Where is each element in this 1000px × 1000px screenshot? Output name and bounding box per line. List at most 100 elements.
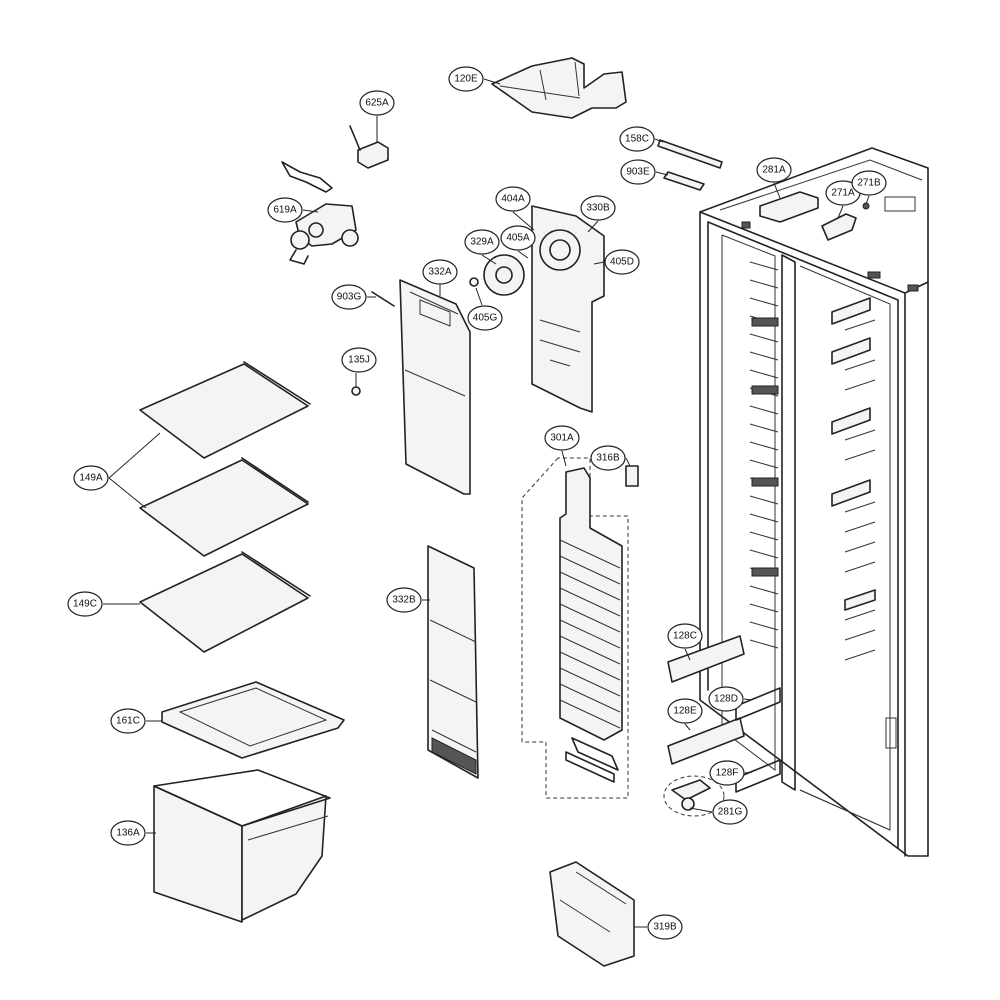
callout-text: 301A xyxy=(550,433,574,444)
callout-bubble xyxy=(73,465,109,491)
callout-319b: 319B xyxy=(647,914,683,940)
callout-bubble xyxy=(667,698,703,724)
callout-128d: 128D xyxy=(708,686,744,712)
callout-text: 136A xyxy=(116,828,140,839)
shelf-149c xyxy=(139,551,311,653)
callout-text: 405G xyxy=(473,313,498,324)
callout-bubble xyxy=(267,197,303,223)
cover-319b xyxy=(549,861,635,967)
cover-panel-332a xyxy=(371,279,471,495)
callout-bubble xyxy=(709,760,745,786)
callout-text: 120E xyxy=(454,74,478,85)
callout-271b: 271B xyxy=(851,170,887,196)
callout-text: 319B xyxy=(653,922,677,933)
callout-405a: 405A xyxy=(500,225,536,251)
callout-330b: 330B xyxy=(580,195,616,221)
callout-301a: 301A xyxy=(544,425,580,451)
fan-329a xyxy=(469,254,525,296)
callout-text: 405A xyxy=(506,233,530,244)
callout-bubble xyxy=(756,157,792,183)
callout-bubble xyxy=(580,195,616,221)
callout-text: 903E xyxy=(626,167,650,178)
rails-128 xyxy=(667,635,781,793)
strip-158c xyxy=(657,139,723,169)
callout-text: 903G xyxy=(337,292,362,303)
callout-text: 128F xyxy=(716,768,739,779)
callout-text: 271B xyxy=(857,178,881,189)
leader-lines xyxy=(103,78,870,928)
callout-316b: 316B xyxy=(590,445,626,471)
callout-text: 404A xyxy=(501,194,525,205)
callout-text: 625A xyxy=(365,98,389,109)
callout-405g: 405G xyxy=(467,305,503,331)
callout-136a: 136A xyxy=(110,820,146,846)
callout-text: 149A xyxy=(79,473,103,484)
callout-281g: 281G xyxy=(712,799,748,825)
part-316b xyxy=(625,465,639,487)
callout-903e: 903E xyxy=(620,159,656,185)
callout-149a: 149A xyxy=(73,465,109,491)
callout-bubble xyxy=(359,90,395,116)
callout-128c: 128C xyxy=(667,623,703,649)
callout-161c: 161C xyxy=(110,708,146,734)
callout-405d: 405D xyxy=(604,249,640,275)
callout-bubble xyxy=(667,623,703,649)
duct-120e xyxy=(491,57,627,119)
top-cabinet-fittings xyxy=(759,191,870,241)
callout-text: 329A xyxy=(470,237,494,248)
hinge-281g xyxy=(663,775,725,817)
callout-bubble xyxy=(647,914,683,940)
callout-bubble xyxy=(448,66,484,92)
callout-120e: 120E xyxy=(448,66,484,92)
callout-bubble xyxy=(422,259,458,285)
callout-bubble xyxy=(544,425,580,451)
rear-panel-332b xyxy=(427,545,479,779)
callout-bubble xyxy=(708,686,744,712)
tape-903e xyxy=(663,171,705,191)
callout-bubble xyxy=(590,445,626,471)
callout-bubble xyxy=(467,305,503,331)
callout-bubble xyxy=(331,284,367,310)
callout-bubble xyxy=(110,708,146,734)
callout-bubble xyxy=(500,225,536,251)
callout-text: 149C xyxy=(73,599,97,610)
callout-135j: 135J xyxy=(341,347,377,373)
callout-text: 271A xyxy=(831,188,855,199)
callout-text: 316B xyxy=(596,453,620,464)
callout-text: 128E xyxy=(673,706,697,717)
callout-text: 281G xyxy=(718,807,743,818)
water-valve-619a xyxy=(281,161,359,265)
callout-bubble xyxy=(619,126,655,152)
callout-619a: 619A xyxy=(267,197,303,223)
callout-625a: 625A xyxy=(359,90,395,116)
callout-text: 619A xyxy=(273,205,297,216)
callout-text: 405D xyxy=(610,257,634,268)
callout-128f: 128F xyxy=(709,760,745,786)
callout-281a: 281A xyxy=(756,157,792,183)
callout-text: 332B xyxy=(392,595,416,606)
callout-404a: 404A xyxy=(495,186,531,212)
callout-bubble xyxy=(110,820,146,846)
callout-text: 281A xyxy=(762,165,786,176)
callout-128e: 128E xyxy=(667,698,703,724)
callout-text: 332A xyxy=(428,267,452,278)
callout-bubble xyxy=(620,159,656,185)
callout-332a: 332A xyxy=(422,259,458,285)
callout-text: 135J xyxy=(348,355,370,366)
callout-bubble xyxy=(495,186,531,212)
callout-bubble xyxy=(341,347,377,373)
callout-bubble xyxy=(386,587,422,613)
callout-text: 161C xyxy=(116,716,140,727)
callout-329a: 329A xyxy=(464,229,500,255)
callout-158c: 158C xyxy=(619,126,655,152)
callout-text: 330B xyxy=(586,203,610,214)
crisper-cover-161c xyxy=(161,681,345,759)
refrigerator-cabinet xyxy=(699,147,929,857)
sensor-625a xyxy=(349,125,389,169)
callout-903g: 903G xyxy=(331,284,367,310)
callout-text: 128C xyxy=(673,631,697,642)
callout-text: 158C xyxy=(625,134,649,145)
evaporator-301a xyxy=(521,457,639,799)
callout-bubble xyxy=(604,249,640,275)
